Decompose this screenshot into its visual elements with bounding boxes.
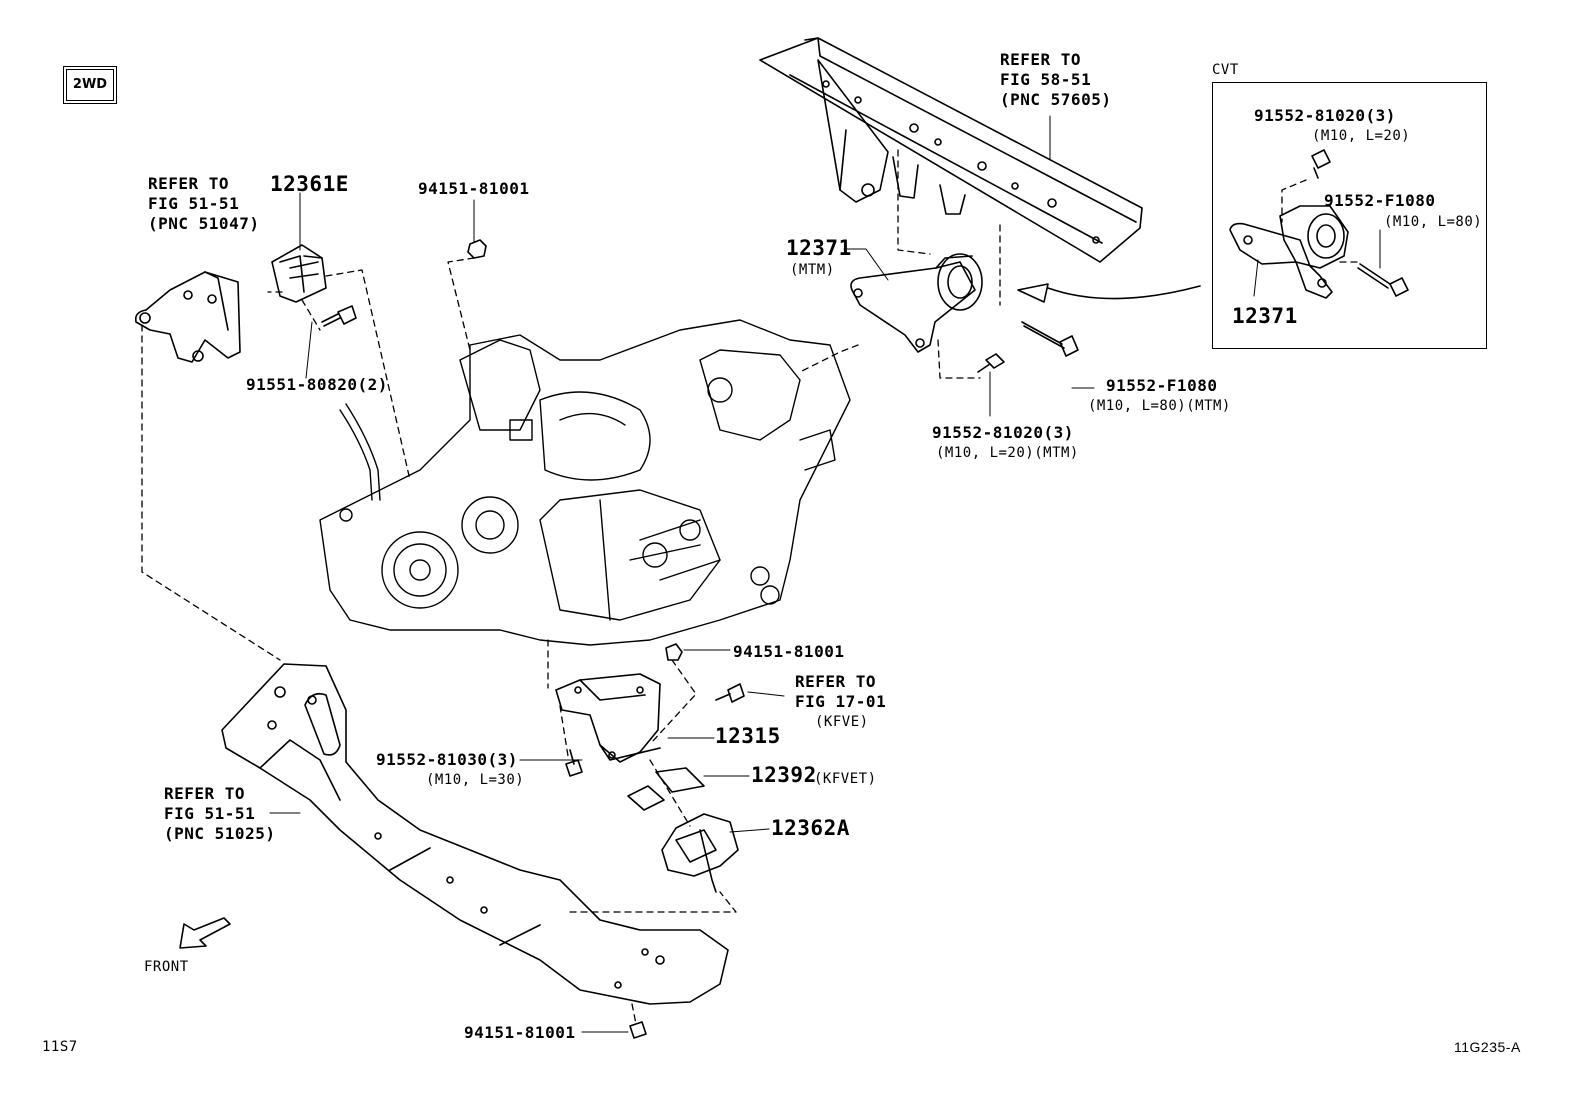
part-91552-81030-note: (M10, L=30) <box>426 772 525 788</box>
plate-12392-drawing <box>627 767 705 811</box>
part-91552-81030: 91552-81030(3) <box>376 750 518 769</box>
part-12392: 12392 <box>751 763 817 787</box>
part-91552-81020-mtm: 91552-81020(3) <box>932 423 1074 442</box>
part-12392-note: (KFVET) <box>814 771 877 787</box>
bracket-12315-drawing <box>555 673 661 763</box>
ref-line: REFER TO <box>148 174 230 193</box>
footer-left-code: 11S7 <box>42 1039 78 1055</box>
part-94151-81001-top: 94151-81001 <box>418 179 530 198</box>
assembly-dashed-lines <box>141 149 1361 1025</box>
part-12361e: 12361E <box>270 172 349 196</box>
ref-line: (PNC 57605) <box>1000 90 1112 109</box>
ref-fig-51-51-pnc-51047: REFER TO FIG 51-51 (PNC 51047) <box>148 174 259 234</box>
part-91552-f1080-mtm: 91552-F1080 <box>1106 376 1218 395</box>
part-91552-81020-mtm-note: (M10, L=20)(MTM) <box>936 445 1079 461</box>
ref-line: (PNC 51047) <box>148 214 260 233</box>
part-12371-mtm: 12371 <box>786 236 852 260</box>
fasteners-drawing <box>321 239 1079 1039</box>
part-12315: 12315 <box>715 724 781 748</box>
ref-line: (PNC 51025) <box>164 824 276 843</box>
cvt-inset-frame <box>1212 82 1487 349</box>
mount-12371-mtm-drawing <box>850 253 983 353</box>
ref-line: FIG 17-01 <box>795 692 887 711</box>
part-91552-f1080-mtm-note: (M10, L=80)(MTM) <box>1088 398 1231 414</box>
ref-line: FIG 51-51 <box>148 194 240 213</box>
part-12362a: 12362A <box>771 816 850 840</box>
ref-line: REFER TO <box>795 672 877 691</box>
engine-drawing <box>319 319 851 646</box>
part-91551-80820: 91551-80820(2) <box>246 375 388 394</box>
bracket-51047-drawing <box>134 271 241 363</box>
cvt-part-91552-f1080-note: (M10, L=80) <box>1384 214 1483 230</box>
front-crossmember-drawing <box>221 663 729 1005</box>
cvt-title: CVT <box>1212 62 1239 78</box>
front-label: FRONT <box>144 959 189 975</box>
leader-lines <box>269 115 1381 1033</box>
ref-fig-58-51-pnc-57605: REFER TO FIG 58-51 (PNC 57605) <box>1000 50 1111 110</box>
ref-fig-17-01-kfve: REFER TO FIG 17-01 (KFVE) <box>795 672 886 732</box>
footer-right-code: 11G235-A <box>1454 1039 1521 1055</box>
cvt-mount-12371-drawing <box>1229 149 1409 299</box>
cvt-part-12371: 12371 <box>1232 304 1298 328</box>
badge-2wd: 2WD <box>63 66 117 104</box>
insulator-12362a-drawing <box>661 813 739 893</box>
cvt-part-91552-81020-note: (M10, L=20) <box>1312 128 1411 144</box>
part-12371-mtm-note: (MTM) <box>790 262 835 278</box>
insulator-12361e-drawing <box>271 244 327 303</box>
front-arrow-icon <box>179 917 231 949</box>
ref-line: REFER TO <box>1000 50 1082 69</box>
ref-line: FIG 58-51 <box>1000 70 1092 89</box>
ref-fig-51-51-pnc-51025: REFER TO FIG 51-51 (PNC 51025) <box>164 784 275 844</box>
cvt-part-91552-81020: 91552-81020(3) <box>1254 106 1396 125</box>
ref-line: FIG 51-51 <box>164 804 256 823</box>
part-94151-81001-bottom: 94151-81001 <box>464 1023 576 1042</box>
ref-line: (KFVE) <box>815 714 869 730</box>
ref-line: REFER TO <box>164 784 246 803</box>
cvt-arrow <box>1017 283 1201 303</box>
cvt-part-91552-f1080: 91552-F1080 <box>1324 191 1436 210</box>
rear-crossmember-drawing <box>759 37 1143 263</box>
part-94151-81001-mid: 94151-81001 <box>733 642 845 661</box>
